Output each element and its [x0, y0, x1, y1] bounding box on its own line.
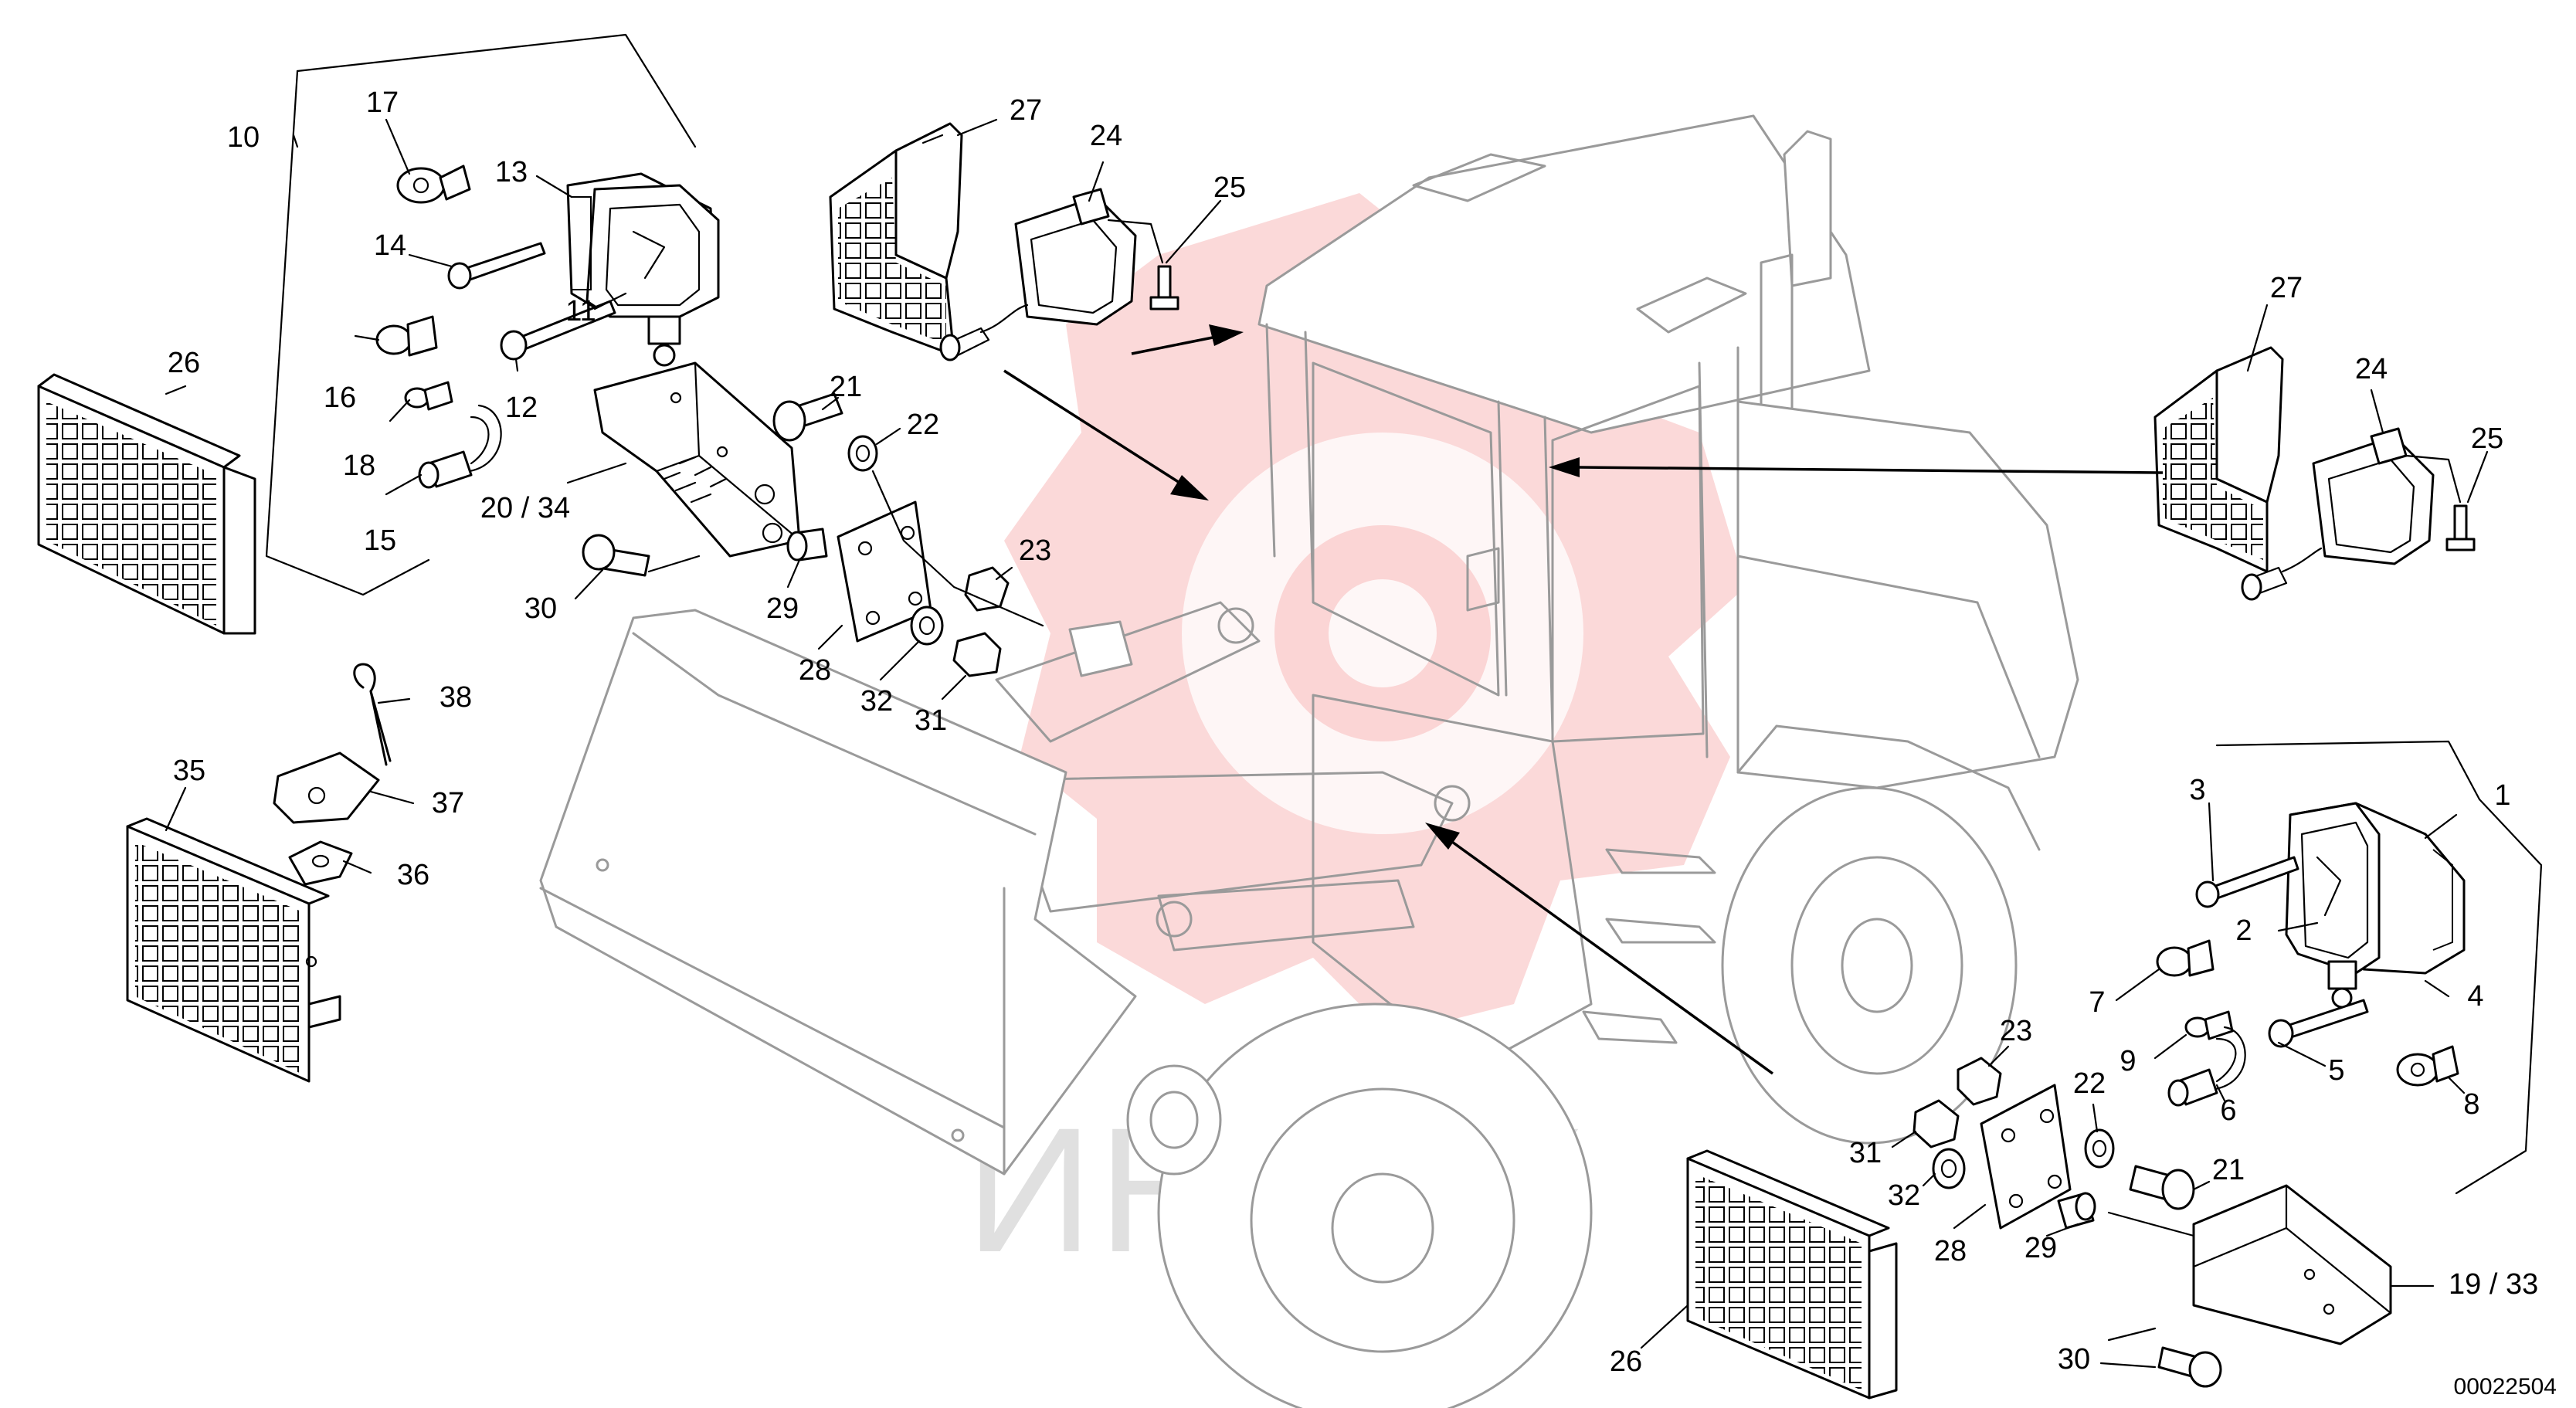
washer-32-top [910, 606, 944, 646]
callout-6: 6 [2220, 1094, 2236, 1127]
bracket-20-34 [593, 361, 801, 558]
callout-21-top: 21 [830, 371, 862, 403]
callout-3: 3 [2189, 774, 2205, 806]
washer-22-top [847, 435, 878, 472]
socket-15 [418, 404, 502, 489]
callout-26-left: 26 [168, 347, 200, 379]
callout-15: 15 [364, 524, 396, 557]
lamp-mask-27-right [2153, 346, 2284, 573]
callout-28-top: 28 [799, 654, 831, 687]
grille-26-bottom [1686, 1149, 1898, 1400]
nut-31-bottom [1912, 1099, 1960, 1148]
callout-17: 17 [366, 87, 399, 119]
spacer-29-top [786, 528, 828, 562]
callout-21-bottom: 21 [2212, 1154, 2245, 1186]
bolt-25-right [2405, 454, 2476, 551]
callout-31-top: 31 [915, 704, 947, 737]
washer-22-bottom [2084, 1128, 2115, 1169]
callout-14: 14 [374, 229, 406, 262]
group-1-bracket [2215, 740, 2543, 1195]
callout-8: 8 [2463, 1088, 2479, 1121]
bracket-19-33 [2107, 1184, 2392, 1345]
bolt-21-top [772, 392, 843, 442]
callout-20-34: 20 / 34 [480, 492, 570, 524]
callout-2: 2 [2235, 914, 2252, 947]
callout-7: 7 [2089, 986, 2105, 1019]
nut-23-bottom [1957, 1057, 2002, 1106]
bolt-25-top [1107, 219, 1179, 310]
screw-5 [2268, 999, 2369, 1048]
callout-10: 10 [227, 121, 260, 154]
callout-13: 13 [495, 156, 528, 188]
bulb-7 [2156, 939, 2215, 977]
screw-12 [500, 300, 616, 361]
callout-19-33: 19 / 33 [2449, 1268, 2538, 1301]
callout-12: 12 [505, 392, 538, 424]
work-lamp-24-top [939, 188, 1137, 361]
plate-37 [273, 751, 380, 824]
callout-24-right: 24 [2355, 353, 2388, 385]
callout-labels: 1 2 3 4 5 6 7 8 9 10 11 12 13 14 15 16 1… [168, 87, 2538, 1378]
callout-22-bottom: 22 [2073, 1067, 2106, 1100]
bulb-18 [404, 381, 453, 411]
screw-14 [447, 242, 546, 290]
work-lamp-2 [2285, 802, 2466, 1009]
callout-35: 35 [173, 755, 205, 787]
callout-5: 5 [2328, 1054, 2344, 1087]
callout-18: 18 [343, 450, 375, 482]
callout-37: 37 [432, 787, 464, 819]
callout-23-bottom: 23 [2000, 1015, 2032, 1047]
grille-35 [126, 817, 341, 1083]
callout-24-top: 24 [1090, 120, 1122, 152]
callout-30-bottom: 30 [2058, 1343, 2090, 1376]
spacer-29-bottom [2057, 1192, 2096, 1230]
document-number: 00022504 [2454, 1374, 2557, 1400]
callout-4: 4 [2467, 980, 2483, 1013]
grille-26-left [37, 373, 256, 635]
bolt-30-top [582, 534, 650, 577]
callout-25-top: 25 [1213, 171, 1246, 204]
bulb-17 [396, 165, 471, 204]
bulb-8 [2396, 1045, 2459, 1087]
callout-38: 38 [440, 681, 472, 714]
plate-36 [288, 840, 353, 886]
callout-29-bottom: 29 [2024, 1232, 2057, 1264]
callout-26-bottom: 26 [1610, 1345, 1642, 1378]
callout-27-top: 27 [1010, 94, 1042, 127]
callout-25-right: 25 [2471, 422, 2503, 455]
wheel-loader-outline [539, 114, 2079, 1408]
location-arrows [1003, 324, 2164, 1075]
callout-9: 9 [2120, 1045, 2136, 1077]
callout-29-top: 29 [766, 592, 799, 625]
group-10-bracket [265, 33, 697, 596]
leader-lines [165, 118, 2489, 1369]
split-pin-38 [353, 663, 392, 766]
callout-22-top: 22 [907, 409, 939, 441]
plate-28-bottom [1980, 1084, 2072, 1230]
callout-28-bottom: 28 [1934, 1235, 1967, 1267]
bolt-30-bottom [2107, 1327, 2222, 1388]
bulb-9 [2184, 1010, 2234, 1040]
nut-23-top [964, 566, 1010, 612]
work-lamp-11 [566, 172, 720, 367]
lamp-mask-27-top [829, 122, 963, 357]
callout-32-bottom: 32 [1888, 1179, 1920, 1212]
callout-23-top: 23 [1019, 534, 1051, 567]
bolt-21-bottom [2129, 1165, 2195, 1210]
callout-32-top: 32 [860, 685, 893, 718]
nut-31-top [952, 632, 1002, 677]
callout-30-top: 30 [524, 592, 557, 625]
callout-27-right: 27 [2270, 272, 2303, 304]
callout-1: 1 [2494, 779, 2510, 812]
callout-11: 11 [565, 295, 596, 327]
callout-31-bottom: 31 [1849, 1137, 1882, 1169]
washer-32-bottom [1932, 1148, 1966, 1189]
socket-6 [2167, 1026, 2246, 1107]
callout-16: 16 [324, 382, 356, 414]
screw-3 [2195, 856, 2299, 908]
work-lamp-24-right [2241, 427, 2435, 601]
bulb-16 [375, 315, 438, 357]
callout-36: 36 [397, 859, 429, 891]
